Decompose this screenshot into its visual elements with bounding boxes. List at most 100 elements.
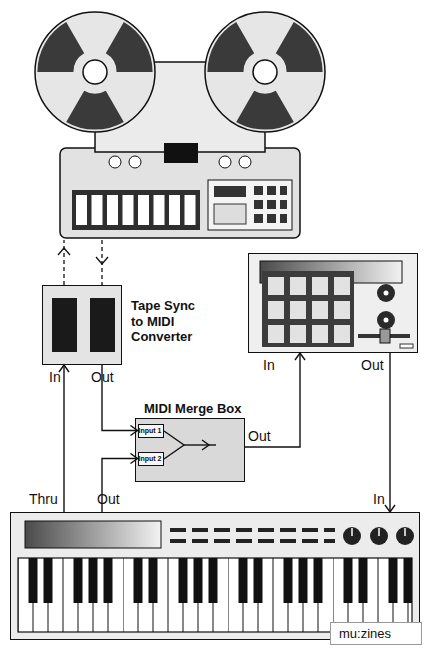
tape-recorder-part [267,186,276,195]
tape-recorder-part [109,156,121,168]
keyboard-part [18,558,412,632]
tape-sync-dashed-wires-part [96,257,108,264]
port-label: Thru [29,492,69,507]
keyboard-part [351,528,353,536]
input-label: Input 1 [139,425,162,436]
merge-symbol [164,431,216,459]
tape-reel-part [236,91,294,130]
input-label: Input 2 [139,453,162,464]
keyboard-part [25,521,161,548]
keyboard-part [404,528,406,536]
tape-reel-part [205,12,325,132]
keyboard-part [170,539,335,543]
tape-recorder-part [267,214,276,223]
keyboard-part [378,528,380,536]
tape-sync-dashed-wires-part [58,248,70,255]
tape-recorder-part [60,148,300,238]
tape-recorder-part [185,195,196,225]
box-heading: MIDI Merge Box [144,401,284,417]
tape-recorder-part [214,186,246,197]
keyboard-part [343,527,361,545]
keyboard-part [170,528,335,532]
midi-cable [389,353,390,512]
drum-machine-part [262,271,354,347]
midi-cable [102,365,138,431]
port-label: Out [361,358,401,373]
keyboard-box: ThruOutIn [10,512,420,640]
tape-reel-part [66,91,124,130]
tape-recorder-part [154,195,165,225]
tape-recorder-part [76,195,87,225]
drum-machine-part [377,284,395,302]
tape-recorder-part [214,204,246,224]
tape-recorder-part [95,62,265,152]
tape-recorder-part [219,156,231,168]
keyboard-part [396,527,414,545]
tape-reel-part [31,18,94,87]
converter-box: Tape Sync to MIDI ConverterInOut [42,285,122,365]
drum-machine-box: InOut [248,253,418,353]
tape-recorder-part [239,156,251,168]
drum-machine-part [265,274,353,346]
merge-symbol-part [164,431,184,459]
tape-recorder-part [267,200,276,209]
converter-sockets-part [90,298,115,352]
tape-sync-dashed-wires [58,240,108,285]
input-box: Input 2 [138,452,164,466]
drum-machine-part [400,344,413,348]
converter-sockets [52,298,115,352]
tape-recorder-part [280,214,287,223]
drum-machine-part [384,318,389,323]
port-label: Out [91,370,131,385]
tape-reel-part [201,18,264,87]
watermark: mu:zines [330,622,422,645]
port-label: In [263,358,293,373]
midi-cable [245,353,300,447]
tape-sync-dashed-wires-part [101,240,102,285]
tape-recorder-part [164,143,198,163]
tape-sync-dashed-wires-part [63,240,64,285]
tape-reel-part [267,18,330,87]
tape-recorder-part [107,195,118,225]
tape-recorder-part [280,200,287,209]
tape-reel-part [253,60,277,84]
tape-reel-part [35,12,155,132]
tape-reel [31,12,160,132]
port-label: In [373,492,403,507]
drum-machine-part [384,291,389,296]
tape-recorder-part [254,200,263,209]
drum-machine-part [358,334,410,338]
tape-recorder-part [92,195,103,225]
port-label: Out [248,429,288,444]
tape-reel [201,12,330,132]
tape-recorder [31,12,330,238]
midi-cable [102,459,138,513]
tape-reel-part [83,60,107,84]
drum-machine-part [260,261,402,283]
tape-recorder-part [169,195,180,225]
tape-recorder-part [138,195,149,225]
tape-recorder-part [123,195,134,225]
tape-recorder-part [129,156,141,168]
drum-machine-part [377,311,395,329]
tape-recorder-part [280,186,287,195]
input-box: Input 1 [138,424,164,438]
converter-sockets-part [52,298,77,352]
tape-recorder-part [72,190,200,230]
port-label: In [49,370,79,385]
tape-recorder-part [254,186,263,195]
midi-cable [63,365,64,512]
tape-reel-part [97,18,160,87]
drum-machine [260,261,413,348]
tape-recorder-part [254,214,263,223]
merge-box: MIDI Merge BoxOutInput 1Input 2 [135,418,245,482]
drum-machine-part [380,329,390,343]
keyboard-part [370,527,388,545]
merge-symbol-part [202,440,209,450]
box-heading: Tape Sync to MIDI Converter [131,298,203,345]
port-label: Out [97,492,137,507]
tape-recorder-part [208,180,292,230]
merge-symbol-part [184,444,216,445]
